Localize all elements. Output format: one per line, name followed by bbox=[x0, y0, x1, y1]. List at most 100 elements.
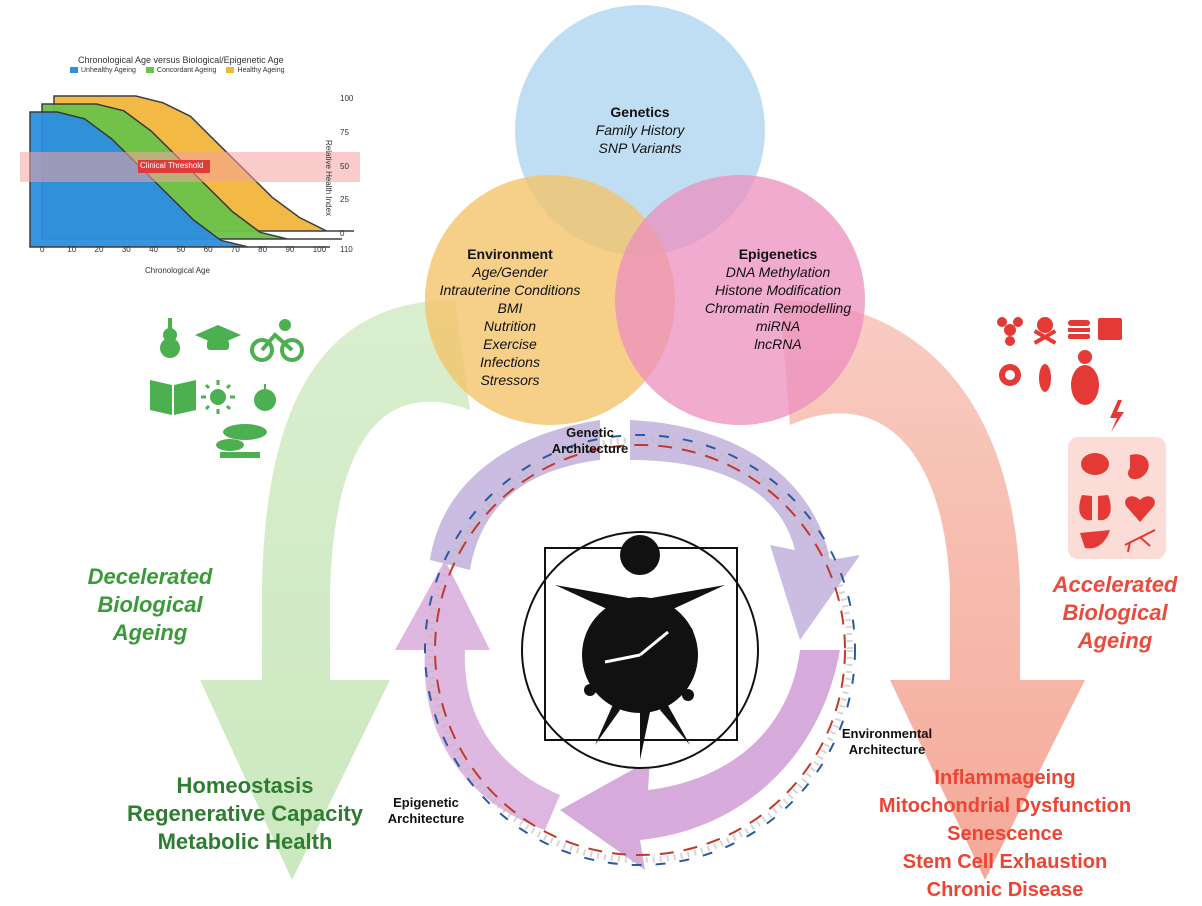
genetics-title: Genetics bbox=[610, 104, 670, 120]
chart-legend: Unhealthy Ageing Concordant Ageing Healt… bbox=[70, 67, 285, 74]
bonsai-icon bbox=[216, 424, 267, 458]
organ-icons-panel bbox=[1068, 437, 1166, 559]
unhealthy-outcome: Inflammageing bbox=[934, 767, 1076, 789]
stomach-icon bbox=[1128, 454, 1149, 480]
unhealthy-outcome: Chronic Disease bbox=[926, 879, 1084, 901]
environment-item: Intrauterine Conditions bbox=[439, 282, 581, 298]
environment-item: Stressors bbox=[480, 372, 540, 388]
obese-figure-icon bbox=[1071, 350, 1099, 405]
cyclist-icon bbox=[250, 319, 304, 362]
x-tick-label: 100 bbox=[312, 245, 327, 254]
legend-item-unhealthy: Unhealthy Ageing bbox=[70, 67, 136, 74]
biohazard-icon bbox=[997, 317, 1023, 346]
environment-title: Environment bbox=[467, 246, 553, 262]
epigenetics-text: Epigenetics DNA Methylation Histone Modi… bbox=[688, 245, 868, 353]
x-tick-label: 70 bbox=[230, 245, 240, 254]
accelerated-line: Accelerated bbox=[1052, 572, 1178, 597]
virus-icon bbox=[999, 364, 1021, 386]
environmental-arch-line: Environmental bbox=[841, 726, 933, 741]
unhealthy-outcome: Stem Cell Exhaustion bbox=[902, 851, 1108, 873]
skull-crossbones-icon bbox=[1033, 317, 1057, 345]
epigenetic-arch-line: Epigenetic bbox=[393, 795, 459, 810]
liver-icon bbox=[1080, 530, 1110, 549]
decelerated-line: Biological bbox=[97, 592, 203, 617]
environment-item: Exercise bbox=[483, 336, 537, 352]
decelerated-line: Decelerated bbox=[87, 564, 213, 589]
book-icon bbox=[150, 380, 196, 415]
unhealthy-outcome: Mitochondrial Dysfunction bbox=[878, 795, 1132, 817]
epigenetics-item: Chromatin Remodelling bbox=[704, 300, 852, 316]
genetic-arch-line: Genetic bbox=[566, 425, 614, 440]
ageing-area-chart bbox=[20, 95, 360, 248]
accelerated-ageing-title: Accelerated Biological Ageing bbox=[1040, 571, 1190, 655]
genetics-item: SNP Variants bbox=[598, 140, 682, 156]
environmental-architecture-label: Environmental Architecture bbox=[832, 726, 942, 758]
environment-text: Environment Age/Gender Intrauterine Cond… bbox=[430, 245, 590, 389]
epigenetics-circle bbox=[615, 175, 865, 425]
x-tick-label: 40 bbox=[149, 245, 158, 254]
environment-item: BMI bbox=[497, 300, 523, 316]
legend-item-healthy: Healthy Ageing bbox=[226, 67, 285, 74]
clinical-threshold-label: Clinical Threshold bbox=[140, 161, 204, 170]
x-tick-label: 80 bbox=[258, 245, 268, 254]
guitar-icon bbox=[160, 318, 180, 358]
environment-circle bbox=[425, 175, 675, 425]
burger-icon bbox=[1068, 320, 1090, 339]
environment-item: Age/Gender bbox=[472, 264, 548, 280]
x-tick-label: 50 bbox=[176, 245, 186, 254]
epigenetic-architecture-label: Epigenetic Architecture bbox=[376, 795, 476, 827]
x-tick-label: 90 bbox=[285, 245, 295, 254]
positive-lifestyle-icons bbox=[150, 318, 304, 458]
environmental-arch-line: Architecture bbox=[848, 742, 926, 757]
apple-icon bbox=[254, 384, 276, 411]
epigenetics-item: Histone Modification bbox=[714, 282, 842, 298]
healthy-outcome: Regenerative Capacity bbox=[127, 801, 363, 826]
genetic-architecture-label: Genetic Architecture bbox=[540, 425, 640, 457]
green-curved-arrow bbox=[200, 300, 470, 880]
decelerated-line: Ageing bbox=[112, 620, 188, 645]
epigenetic-arch-line: Architecture bbox=[387, 811, 465, 826]
healthy-outcomes: Homeostasis Regenerative Capacity Metabo… bbox=[105, 772, 385, 856]
healthy-outcome: Homeostasis bbox=[176, 773, 314, 798]
x-tick-label: 60 bbox=[203, 245, 213, 254]
y-tick-label: 75 bbox=[340, 127, 349, 137]
environment-item: Infections bbox=[480, 354, 540, 370]
healthy-outcome: Metabolic Health bbox=[157, 829, 333, 854]
red-curved-arrow bbox=[780, 300, 1085, 880]
y-tick-label: 0 bbox=[340, 229, 345, 238]
y-tick-label: 100 bbox=[340, 94, 354, 103]
y-tick-label: 25 bbox=[340, 195, 349, 205]
x-tick-label: 30 bbox=[121, 245, 131, 254]
decelerated-ageing-title: Decelerated Biological Ageing bbox=[70, 563, 230, 647]
lightning-icon bbox=[1110, 400, 1124, 432]
x-tick-label: 0 bbox=[40, 245, 45, 254]
x-tick-label: 10 bbox=[67, 245, 77, 254]
epigenetics-item: miRNA bbox=[755, 318, 801, 334]
chart-xlabel: Chronological Age bbox=[145, 266, 210, 275]
toilets-icon bbox=[1098, 318, 1122, 340]
y-tick-label: 50 bbox=[340, 161, 349, 171]
lungs-icon bbox=[1079, 495, 1111, 521]
x-tick-label: 110 bbox=[340, 245, 353, 254]
epigenetics-item: lncRNA bbox=[754, 336, 802, 352]
neuron-icon bbox=[1124, 529, 1156, 553]
sun-icon bbox=[201, 380, 235, 414]
unhealthy-outcome: Senescence bbox=[947, 823, 1063, 845]
graduation-cap-icon bbox=[195, 325, 241, 350]
heart-icon bbox=[1125, 496, 1155, 522]
accelerated-line: Biological bbox=[1062, 600, 1168, 625]
epigenetics-item: DNA Methylation bbox=[725, 264, 831, 280]
clinical-threshold-label-bg bbox=[138, 160, 210, 173]
negative-factor-icons bbox=[997, 317, 1124, 432]
genetics-item: Family History bbox=[595, 122, 685, 138]
legend-item-concordant: Concordant Ageing bbox=[145, 67, 216, 74]
genetic-arch-line: Architecture bbox=[551, 441, 629, 456]
unhealthy-outcomes: Inflammageing Mitochondrial Dysfunction … bbox=[850, 764, 1160, 904]
vitruvian-clock-figure bbox=[521, 531, 759, 769]
accelerated-line: Ageing bbox=[1077, 628, 1153, 653]
chart-title: Chronological Age versus Biological/Epig… bbox=[78, 55, 284, 65]
bacteria-icon bbox=[1039, 364, 1051, 392]
environment-item: Nutrition bbox=[483, 318, 537, 334]
